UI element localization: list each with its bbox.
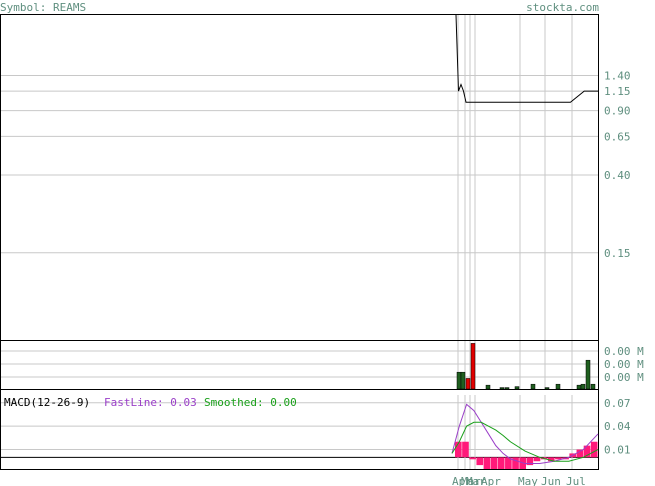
price-tick-label: 0.15 [604, 247, 631, 260]
price-tick-label: 0.65 [604, 130, 631, 143]
price-panel-frame [0, 14, 599, 341]
macd-smoothed-line [451, 421, 599, 462]
volume-bar [590, 383, 596, 390]
volume-bar [555, 383, 561, 390]
macd-hist-bar [576, 449, 584, 458]
x-tick-label: Apr [481, 475, 501, 486]
macd-hist-bar [590, 441, 598, 458]
macd-fast-line [451, 403, 599, 465]
macd-hist-bar [476, 457, 484, 466]
price-line [455, 14, 598, 103]
volume-tick-label: 0.00 M [604, 345, 644, 358]
macd-hist-bar [526, 457, 534, 466]
volume-bar [460, 371, 466, 390]
x-tick-label: Mar [461, 475, 481, 486]
macd-hist-bar [583, 445, 591, 458]
volume-bar [585, 359, 591, 390]
volume-bar [544, 387, 550, 390]
macd-hist-bar [455, 441, 462, 458]
macd-hist-bar [555, 457, 562, 460]
price-tick-label: 0.90 [604, 105, 631, 118]
x-tick-label: Mar [466, 475, 486, 486]
macd-fast-label: FastLine: 0.03 [104, 396, 197, 409]
x-tick-label: Apr [452, 475, 472, 486]
volume-bar [485, 384, 491, 390]
site-label: stockta.com [526, 1, 599, 14]
volume-tick-label: 0.00 M [604, 371, 644, 384]
macd-panel-frame [0, 389, 599, 470]
volume-bar [530, 383, 536, 390]
volume-bar [504, 387, 510, 390]
macd-tick-label: 0.07 [604, 397, 631, 410]
macd-hist-bar [462, 441, 469, 458]
x-tick-label: May [518, 475, 538, 486]
x-tick-label: Jul [566, 475, 586, 486]
macd-hist-bar [533, 457, 541, 462]
volume-bar [576, 384, 582, 390]
volume-bar [456, 371, 462, 390]
price-tick-label: 0.40 [604, 169, 631, 182]
volume-bar [465, 378, 471, 390]
price-tick-label: 1.40 [604, 69, 631, 82]
volume-plot: 0.00 M0.00 M0.00 M [1, 341, 644, 390]
macd-tick-label: 0.01 [604, 444, 631, 457]
volume-bar [470, 343, 476, 390]
volume-bar [580, 383, 586, 390]
macd-hist-bar [505, 457, 512, 469]
macd-hist-bar [469, 457, 476, 460]
volume-bar [499, 387, 505, 390]
macd-hist-bar [490, 457, 498, 469]
macd-tick-label: 0.04 [604, 420, 631, 433]
macd-hist-bar [483, 457, 491, 469]
symbol-label: Symbol: REAMS [0, 1, 86, 14]
macd-hist-bar [547, 457, 555, 462]
price-plot: 1.40 1.15 0.90 0.65 0.40 0.15 [1, 14, 631, 340]
macd-smoothed-label: Smoothed: 0.00 [204, 396, 297, 409]
macd-hist-bar [512, 457, 519, 469]
price-tick-label: 1.15 [604, 85, 631, 98]
volume-panel-frame [0, 340, 599, 390]
macd-hist-bar [497, 457, 505, 469]
volume-bar [514, 386, 520, 390]
volume-tick-label: 0.00 M [604, 358, 644, 371]
x-tick-label: Jun [541, 475, 561, 486]
macd-title: MACD(12-26-9) [4, 396, 90, 409]
